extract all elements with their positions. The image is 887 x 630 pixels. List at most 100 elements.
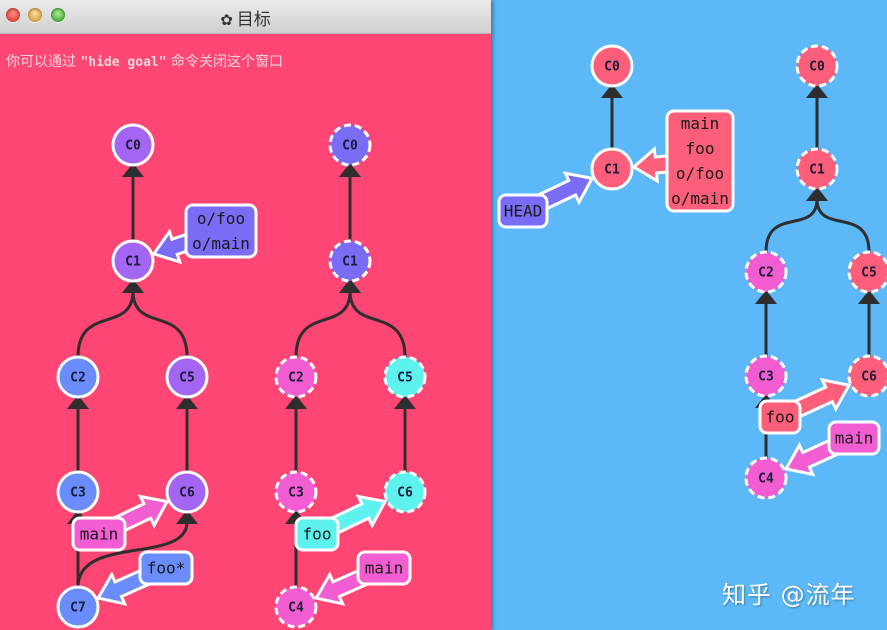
commit-c1[interactable]: C1 xyxy=(795,147,839,191)
commit-c3[interactable]: C3 xyxy=(274,470,318,514)
commit-c5[interactable]: C5 xyxy=(847,250,887,294)
arrowhead-icon xyxy=(601,84,623,98)
commit-circle xyxy=(274,470,318,514)
commit-c4[interactable]: C4 xyxy=(274,585,318,629)
commit-label: C6 xyxy=(861,370,877,385)
commit-label: C6 xyxy=(397,486,413,501)
commit-c2[interactable]: C2 xyxy=(274,355,318,399)
ref-foo[interactable]: foo xyxy=(294,516,340,552)
minimize-window-button[interactable] xyxy=(28,8,42,22)
commit-circle xyxy=(165,355,209,399)
commit-label: C7 xyxy=(70,601,86,616)
ref-foo[interactable]: foo xyxy=(758,399,802,435)
commit-circle xyxy=(56,355,100,399)
commit-c1[interactable]: C1 xyxy=(328,239,372,283)
commit-c7[interactable]: C7 xyxy=(56,585,100,629)
commit-c5[interactable]: C5 xyxy=(165,355,209,399)
commit-edge xyxy=(764,198,819,253)
commit-label: C1 xyxy=(125,255,141,270)
commit-circle xyxy=(590,44,634,88)
commit-c3[interactable]: C3 xyxy=(56,470,100,514)
commit-c6[interactable]: C6 xyxy=(847,354,887,398)
commit-label: C3 xyxy=(288,486,304,501)
ref-box xyxy=(71,516,127,552)
commit-c5[interactable]: C5 xyxy=(383,355,427,399)
commit-label: C5 xyxy=(397,371,413,386)
arrowhead-icon xyxy=(806,187,828,201)
ref-label: foo xyxy=(303,525,332,544)
commit-edge xyxy=(815,198,871,253)
ref-label: o/foo xyxy=(197,209,245,228)
title-bar[interactable]: ✿目标 xyxy=(0,0,491,34)
commit-c1[interactable]: C1 xyxy=(590,147,634,191)
window-title-text: 目标 xyxy=(236,10,271,30)
commit-circle xyxy=(847,354,887,398)
arrowhead-icon xyxy=(67,395,89,409)
hint-command: "hide goal" xyxy=(80,55,167,70)
ref-HEAD[interactable]: HEAD xyxy=(497,193,549,229)
commit-label: C0 xyxy=(125,139,141,154)
commit-c0[interactable]: C0 xyxy=(590,44,634,88)
arrowhead-icon xyxy=(122,163,144,177)
arrowhead-icon xyxy=(122,279,144,293)
ref-label: o/foo xyxy=(676,164,724,183)
ref-label: main xyxy=(365,559,404,578)
ref-main[interactable]: main xyxy=(827,420,881,456)
ref-box xyxy=(665,109,735,213)
ref-label: o/main xyxy=(192,234,250,253)
commit-c6[interactable]: C6 xyxy=(383,470,427,514)
maximize-window-button[interactable] xyxy=(51,8,65,22)
commit-c2[interactable]: C2 xyxy=(744,250,788,294)
watermark: 知乎 @流年 xyxy=(722,581,856,609)
commit-label: C2 xyxy=(70,371,86,386)
arrowhead-icon xyxy=(285,395,307,409)
commit-c6[interactable]: C6 xyxy=(165,470,209,514)
commit-circle xyxy=(383,470,427,514)
gear-icon: ✿ xyxy=(220,11,233,29)
ref-label: main xyxy=(835,429,874,448)
commit-label: C3 xyxy=(70,486,86,501)
ref-foo[interactable]: foo* xyxy=(138,550,194,586)
ref-ofoo-omain[interactable]: o/foo o/main xyxy=(184,203,258,259)
commit-circle xyxy=(111,239,155,283)
commit-circle xyxy=(744,354,788,398)
commit-circle xyxy=(328,123,372,167)
ref-box xyxy=(827,420,881,456)
commit-label: C0 xyxy=(604,60,620,75)
commit-label: C4 xyxy=(288,601,304,616)
commit-c4[interactable]: C4 xyxy=(744,456,788,500)
ref-box xyxy=(497,193,549,229)
ref-box xyxy=(184,203,258,259)
commit-circle xyxy=(274,355,318,399)
commit-circle xyxy=(744,456,788,500)
ref-label: HEAD xyxy=(504,202,543,221)
ref-label: foo* xyxy=(147,559,186,578)
ref-main[interactable]: main xyxy=(71,516,127,552)
ref-main[interactable]: main xyxy=(356,550,412,586)
commit-label: C2 xyxy=(288,371,304,386)
commit-c0[interactable]: C0 xyxy=(328,123,372,167)
commit-label: C1 xyxy=(604,163,620,178)
commit-circle xyxy=(165,470,209,514)
arrowhead-icon xyxy=(806,84,828,98)
commit-circle xyxy=(56,585,100,629)
ref-label: o/main xyxy=(671,189,729,208)
commit-circle xyxy=(744,250,788,294)
ref-label: foo xyxy=(686,139,715,158)
commit-c0[interactable]: C0 xyxy=(795,44,839,88)
commit-c0[interactable]: C0 xyxy=(111,123,155,167)
commit-label: C0 xyxy=(342,139,358,154)
commit-circle xyxy=(383,355,427,399)
close-window-button[interactable] xyxy=(6,8,20,22)
arrowhead-icon xyxy=(339,279,361,293)
commit-c3[interactable]: C3 xyxy=(744,354,788,398)
commit-edge xyxy=(76,290,135,358)
commit-circle xyxy=(590,147,634,191)
commit-c2[interactable]: C2 xyxy=(56,355,100,399)
commit-c1[interactable]: C1 xyxy=(111,239,155,283)
commit-label: C0 xyxy=(809,60,825,75)
